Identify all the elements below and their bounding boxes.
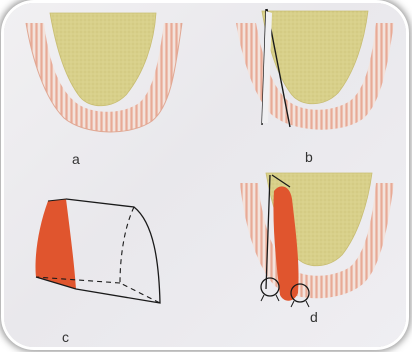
- panel-c-label: c: [62, 329, 69, 345]
- panel-c-illustration: [36, 199, 161, 303]
- panel-b-illustration: [236, 9, 394, 130]
- panel-a-label: a: [72, 151, 80, 167]
- panel-b-label: b: [305, 149, 313, 165]
- illustration-canvas: [4, 3, 406, 347]
- panel-d-illustration: [240, 173, 394, 307]
- panel-a-bone: [50, 13, 156, 106]
- panel-a-illustration: [26, 13, 182, 132]
- panel-d-suture-left: [261, 278, 279, 296]
- panel-c-graft-red-face: [36, 199, 77, 289]
- figure-frame: a b c d: [4, 3, 406, 347]
- panel-d-label: d: [310, 309, 318, 325]
